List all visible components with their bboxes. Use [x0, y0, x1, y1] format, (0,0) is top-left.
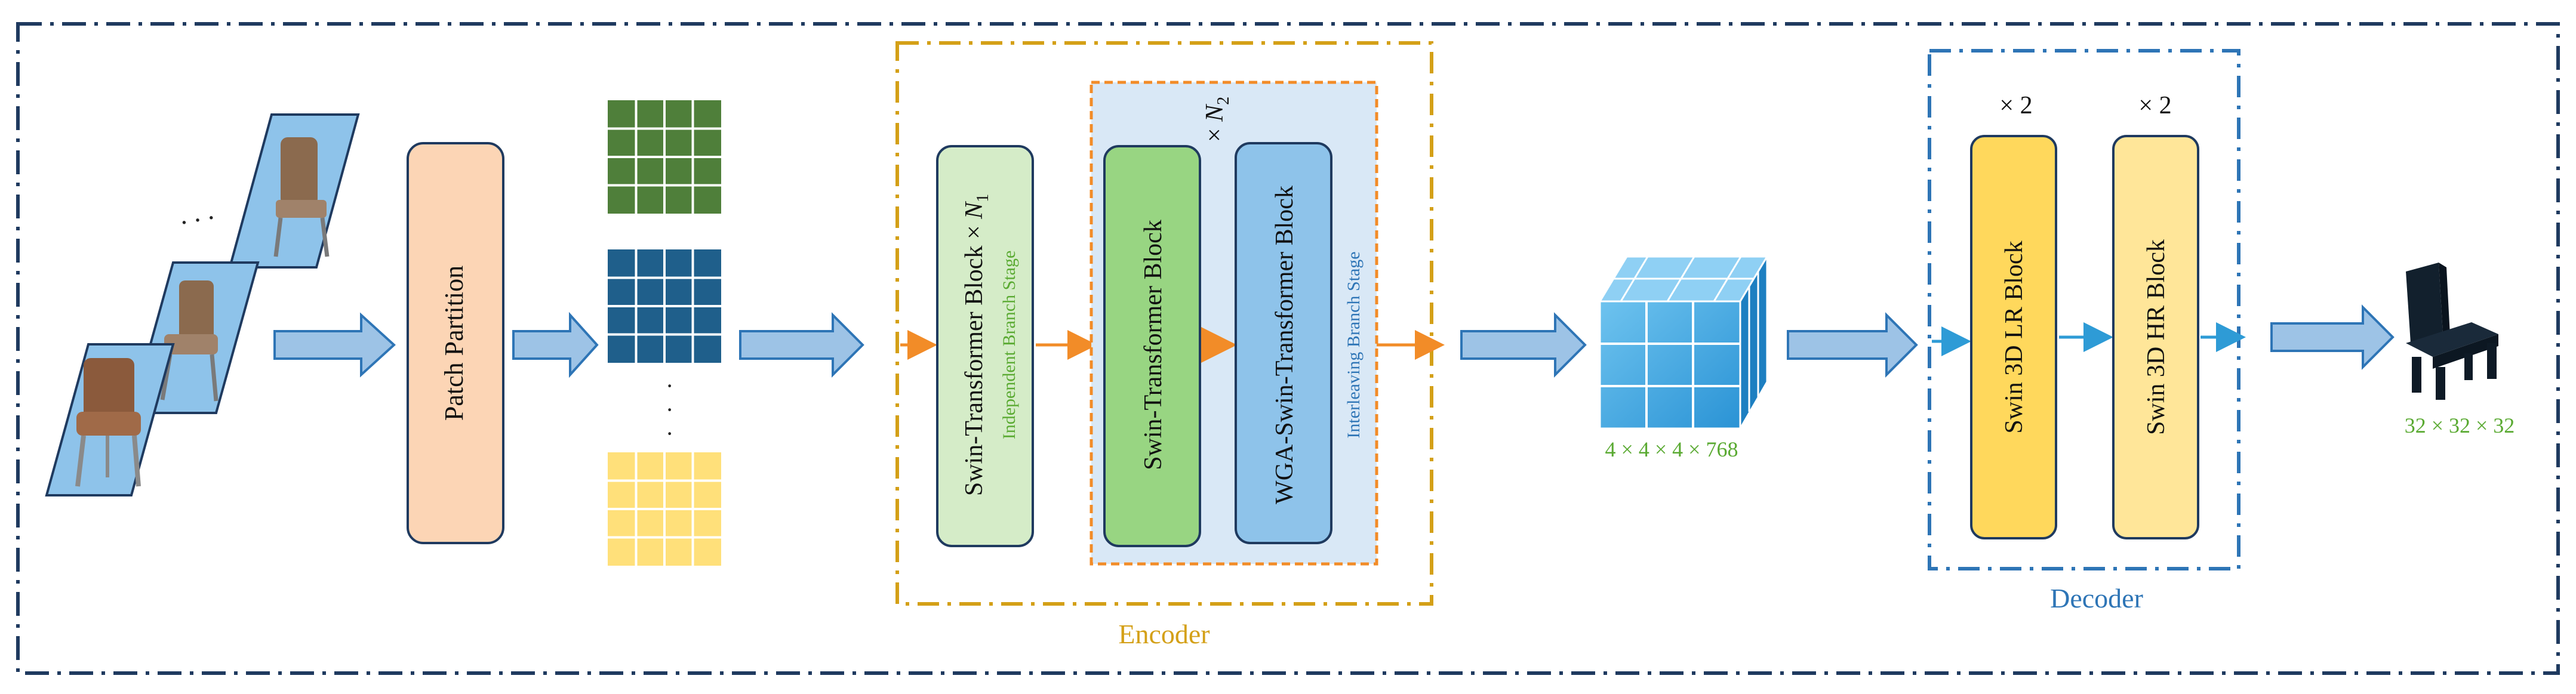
arrow-2: [512, 311, 599, 378]
encoder-frame: [895, 41, 1433, 606]
patch-partition-block: [407, 142, 504, 544]
interleaving-repeat: × N2: [1201, 97, 1233, 142]
patch-partition-label: Patch Partition: [439, 266, 469, 421]
patches-ellipsis-1: ·: [666, 372, 673, 399]
swin-3d-hr-block: [2112, 135, 2199, 539]
lr-repeat: × 2: [1999, 92, 2032, 119]
wga-swin-block: [1235, 142, 1332, 544]
interleaving-stage-label: Interleaving Branch Stage: [1344, 251, 1364, 438]
arrow-5: [1787, 312, 1918, 378]
encoder-title: Encoder: [1118, 619, 1209, 649]
feature-cube: [1598, 253, 1769, 432]
swin-3d-hr-label: Swin 3D HR Block: [2143, 239, 2170, 435]
outer-frame: [16, 22, 2560, 675]
output-dims: 32 × 32 × 32: [2405, 414, 2515, 437]
feature-dims: 4 × 4 × 4 × 768: [1605, 437, 1738, 461]
arrow-4: [1460, 312, 1587, 378]
decoder-frame: [1928, 49, 2240, 570]
swin-block-n1: [936, 145, 1034, 547]
wga-swin-block-label: WGA-Swin-Transformer Block: [1271, 186, 1298, 504]
independent-stage-label: Independent Branch Stage: [999, 251, 1019, 440]
swin-block: [1103, 145, 1201, 547]
patches-ellipsis-2: ·: [666, 396, 673, 423]
arrow-3: [739, 312, 864, 378]
swin-3d-lr-block: [1970, 135, 2057, 539]
swin-block-n1-label: Swin-Transformer Block × N1: [961, 194, 992, 496]
swin-3d-lr-label: Swin 3D LR Block: [2001, 240, 2028, 433]
patches-ellipsis-3: ·: [666, 420, 673, 447]
input-view-back: [228, 113, 360, 269]
input-views: [45, 113, 360, 496]
swin-block-label: Swin-Transformer Block: [1140, 220, 1167, 470]
patch-grid-yellow: [608, 452, 721, 566]
patch-grid-blue: [608, 249, 721, 363]
output-voxel-chair: [2406, 263, 2498, 400]
arrow-1: [273, 312, 396, 378]
input-view-front: [45, 343, 175, 496]
input-ellipsis: . . .: [177, 194, 216, 230]
decoder-title: Decoder: [2050, 583, 2143, 613]
arrow-6: [2270, 304, 2395, 370]
patch-grid-green: [608, 100, 721, 214]
hr-repeat: × 2: [2138, 92, 2171, 119]
